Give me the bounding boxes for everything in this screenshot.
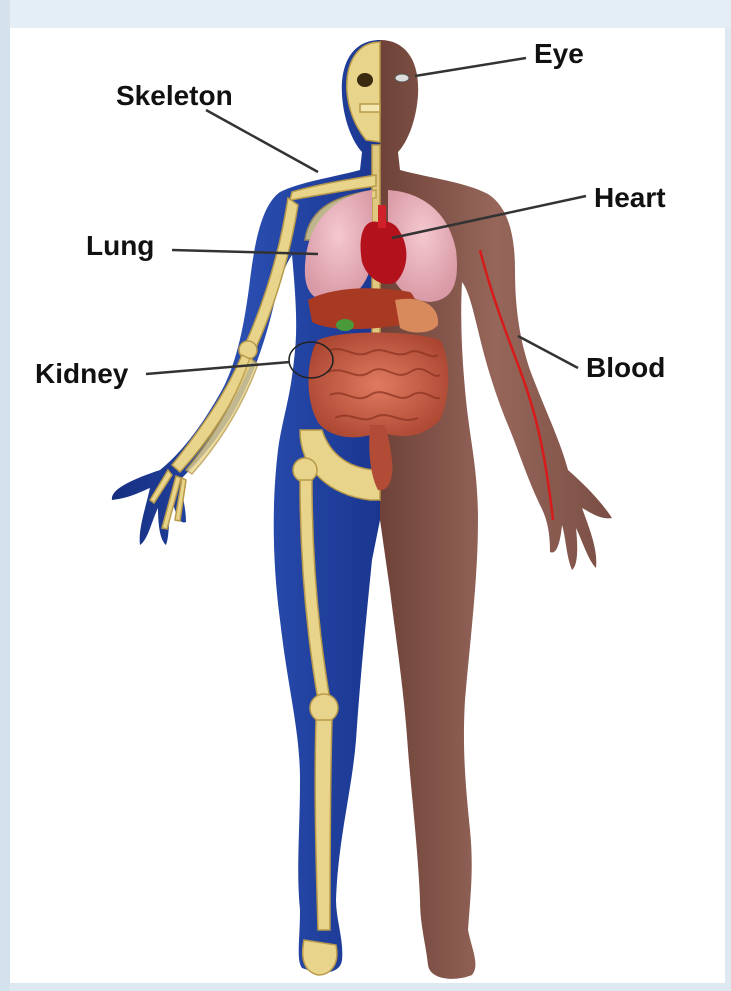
label-skeleton: Skeleton [116, 80, 233, 112]
label-blood: Blood [586, 352, 665, 384]
label-lung: Lung [86, 230, 154, 262]
label-eye: Eye [534, 38, 584, 70]
label-heart: Heart [594, 182, 666, 214]
eye-marker [395, 74, 409, 82]
label-kidney: Kidney [35, 358, 128, 390]
